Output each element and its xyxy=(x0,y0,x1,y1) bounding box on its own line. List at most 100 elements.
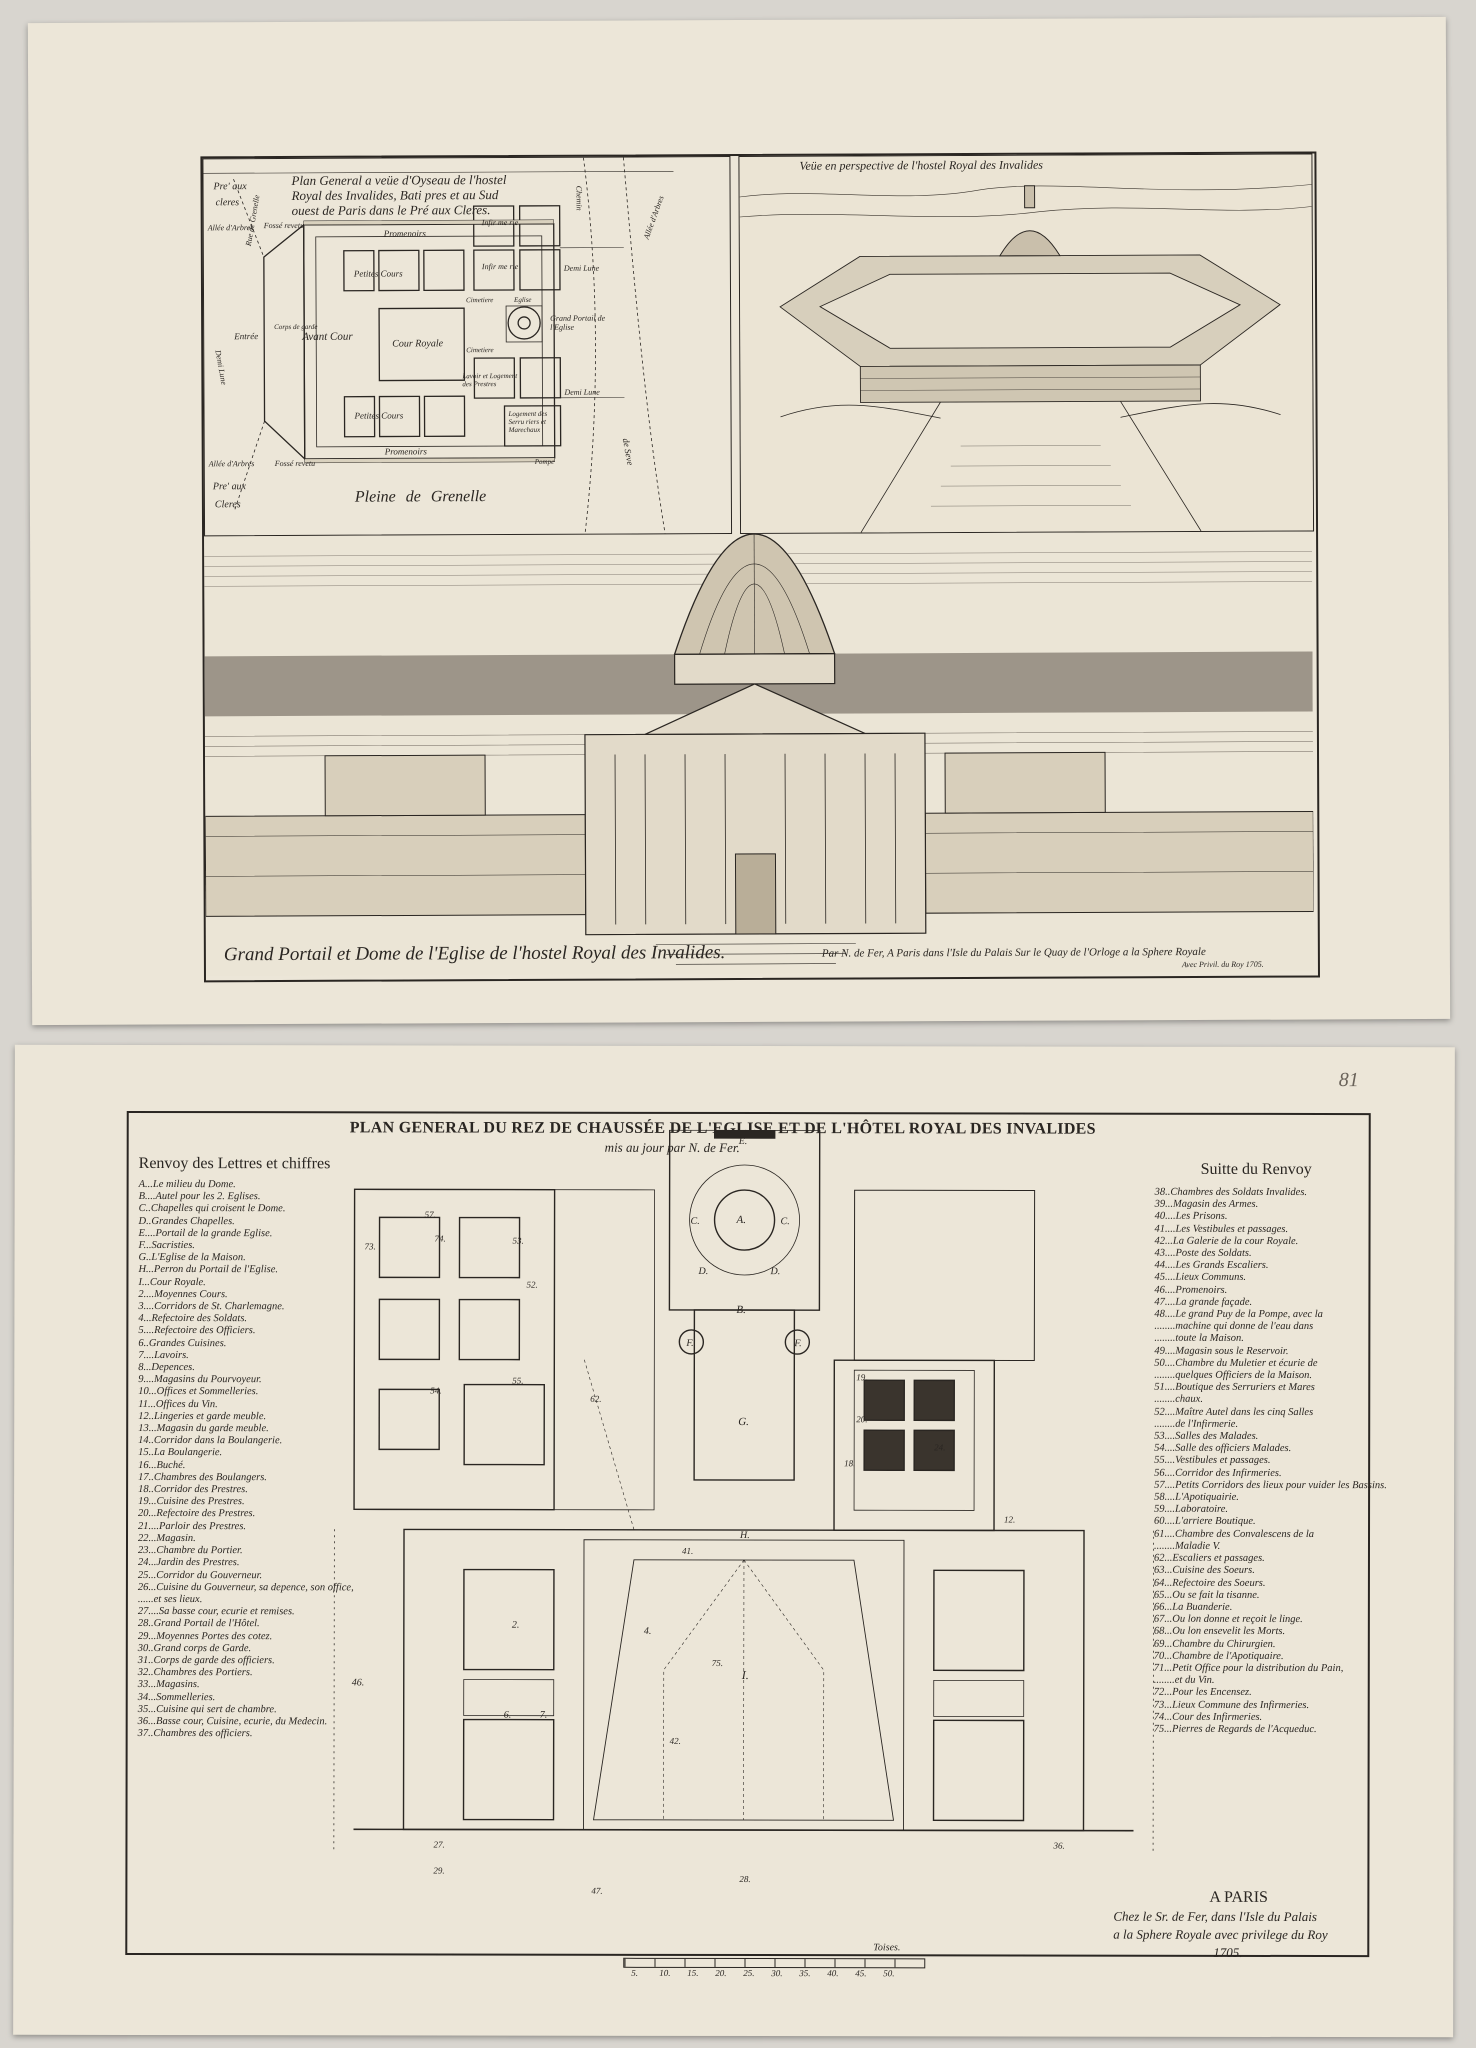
plan-label-corps-garde: Corps de garde xyxy=(274,322,318,332)
plan-label-chemin: Chemin xyxy=(574,185,584,211)
legend-entry: 45....Lieux Communs. xyxy=(1154,1272,1247,1284)
perspective-view-panel: Veüe en perspective de l'hostel Royal de… xyxy=(738,153,1315,534)
legend-entry: 21....Parloir des Prestres. xyxy=(138,1520,247,1532)
legend-entry: H...Perron du Portail de l'Eglise. xyxy=(138,1264,278,1276)
scale-label: Toises. xyxy=(873,1942,901,1954)
legend-entry: E....Portail de la grande Eglise. xyxy=(138,1227,273,1240)
legend-entry: 69...Chambre du Chirurgien. xyxy=(1153,1638,1276,1650)
legend-entry: 36...Basse cour, Cuisine, ecurie, du Med… xyxy=(137,1715,328,1728)
plan-label-cleres-top: cleres xyxy=(215,197,240,209)
legend-entry: 74...Cour des Infirmeries. xyxy=(1153,1711,1263,1723)
plan-letter-D-right: D. xyxy=(770,1266,781,1278)
legend-entry: 2....Moyennes Cours. xyxy=(138,1288,228,1300)
plan-letter-F-left: F. xyxy=(686,1337,694,1349)
plan-title-line-3: ouest de Paris dans le Pré aux Cleres. xyxy=(291,202,491,218)
scale-tick-label: 45. xyxy=(855,1968,867,1979)
plan-label-cimetiere-bottom: Cimetiere xyxy=(466,346,494,355)
plan-label-avant-cour: Avant Cour xyxy=(302,330,353,343)
legend-entry: 68...Ou lon ensevelit les Morts. xyxy=(1153,1626,1286,1638)
legend-entry: ......et ses lieux. xyxy=(137,1593,203,1605)
legend-entry: ........machine qui donne de l'eau dans xyxy=(1154,1320,1314,1333)
plan-label-pre-aux-bottom: Pre' aux xyxy=(212,481,247,493)
legend-entry: 34...Sommelleries. xyxy=(137,1691,216,1703)
legend-entry: 39...Magasin des Armes. xyxy=(1154,1198,1259,1211)
legend-entry: 32..Chambres des Portiers. xyxy=(137,1667,253,1679)
plan-number-2-left: 2. xyxy=(511,1619,520,1631)
legend-entry: 72...Pour les Encensez. xyxy=(1153,1687,1252,1699)
pencil-note: 81 xyxy=(1338,1069,1359,1092)
legend-entry: 61....Chambre des Convalescens de la xyxy=(1154,1528,1315,1540)
legend-entry: 44....Les Grands Escaliers. xyxy=(1154,1259,1269,1272)
main-caption: Grand Portail et Dome de l'Eglise de l'h… xyxy=(223,942,726,966)
plan-label-lavoir: Lavoir et Logement des Prestres xyxy=(462,371,518,389)
legend-entry: 54....Salle des officiers Malades. xyxy=(1154,1442,1292,1455)
imprint-line-1: A PARIS xyxy=(1209,1888,1268,1906)
plan-letter-D-left: D. xyxy=(698,1265,709,1277)
scale-tick-label: 25. xyxy=(743,1968,755,1979)
plan-label-infirmerie-top: Infir me rie xyxy=(481,217,519,228)
plan-letter-E: E. xyxy=(738,1136,748,1148)
legend-entry: 53....Salles des Malades. xyxy=(1154,1430,1259,1442)
scale-tick-label: 20. xyxy=(715,1967,727,1978)
legend-entry: 63...Cuisine des Soeurs. xyxy=(1153,1565,1255,1577)
plan-label-promenoirs-top: Promenoirs xyxy=(383,228,426,239)
imprint-line-3: a la Sphere Royale avec privilege du Roy xyxy=(1113,1926,1328,1943)
legend-entry: C..Chapelles qui croisent le Dome. xyxy=(138,1203,286,1215)
legend-entry: 9....Magasins du Pourvoyeur. xyxy=(138,1374,262,1386)
legend-entry: 55....Vestibules et passages. xyxy=(1154,1455,1271,1467)
legend-entry: 43....Poste des Soldats. xyxy=(1154,1247,1252,1259)
legend-entry: 73...Lieux Commune des Infirmeries. xyxy=(1153,1699,1310,1711)
plan-number-41: 41. xyxy=(681,1545,694,1556)
plan-label-entree: Entrée xyxy=(234,331,259,342)
legend-entry: 3....Corridors de St. Charlemagne. xyxy=(138,1300,285,1313)
plan-letter-C-right: C. xyxy=(780,1216,790,1228)
plan-number-24: 24. xyxy=(934,1442,946,1453)
legend-entry: 23...Chambre du Portier. xyxy=(137,1545,243,1557)
plan-label-logement: Logement des Serru riers et Marechaux xyxy=(508,409,548,435)
legend-entry: 40....Les Prisons. xyxy=(1154,1211,1228,1223)
plan-number-29: 29. xyxy=(433,1865,445,1876)
imprint-line-4: 1705. xyxy=(1213,1944,1243,1960)
plan-label-promenoirs-bottom: Promenoirs xyxy=(384,446,427,457)
legend-entry: B....Autel pour les 2. Eglises. xyxy=(138,1191,261,1203)
legend-entry: 26...Cuisine du Gouverneur, sa depence, … xyxy=(137,1581,354,1594)
plan-letter-I: I. xyxy=(741,1668,749,1683)
scale-tick-label: 15. xyxy=(687,1967,699,1978)
legend-entry: 10...Offices et Sommelleries. xyxy=(138,1386,259,1398)
plan-number-27: 27. xyxy=(433,1839,445,1850)
legend-entry: 30..Grand corps de Garde. xyxy=(137,1642,252,1654)
plan-number-20: 20. xyxy=(856,1414,868,1425)
legend-entry: 50....Chambre du Muletier et écurie de xyxy=(1154,1357,1318,1369)
plan-letter-F-right: F. xyxy=(794,1338,802,1350)
plan-letter-H: H. xyxy=(740,1530,750,1542)
legend-entry: 57....Petits Corridors des lieux pour vu… xyxy=(1154,1479,1387,1492)
plan-label-allee-bottom: Allée d'Arbres xyxy=(208,459,255,469)
plan-label-cimetiere-top: Cimetiere xyxy=(466,296,494,305)
left-legend-list: A...Le milieu du Dome.B....Autel pour le… xyxy=(138,1179,355,1741)
plan-letter-A: A. xyxy=(736,1214,747,1227)
scale-tick-label: 50. xyxy=(883,1968,895,1979)
legend-entry: 8...Depences. xyxy=(138,1362,195,1374)
legend-entry: 4...Refectoire des Soldats. xyxy=(138,1313,248,1325)
legend-entry: 27....Sa basse cour, ecurie et remises. xyxy=(137,1606,295,1618)
legend-entry: 49....Magasin sous le Reservoir. xyxy=(1154,1345,1289,1357)
legend-entry: 13...Magasin du garde meuble. xyxy=(138,1423,269,1435)
legend-entry: 65...Ou se fait la tisanne. xyxy=(1153,1589,1260,1601)
legend-entry: 51....Boutique des Serruriers et Mares xyxy=(1154,1381,1315,1394)
plan-number-19: 19. xyxy=(856,1372,868,1383)
plan-label-cour-royale: Cour Royale xyxy=(392,338,444,350)
legend-entry: 41....Les Vestibules et passages. xyxy=(1154,1223,1289,1235)
plan-number-46: 46. xyxy=(351,1677,365,1689)
plan-label-plaine: Pleine de Grenelle xyxy=(354,488,487,506)
legend-entry: F...Sacristies. xyxy=(138,1239,195,1252)
legend-entry: 18..Corridor des Prestres. xyxy=(138,1484,248,1496)
legend-entry: 67...Ou lon donne et reçoit le linge. xyxy=(1153,1613,1303,1626)
privilege: Avec Privil. du Roy 1705. xyxy=(1181,959,1264,970)
left-legend-title: Renvoy des Lettres et chiffres xyxy=(138,1154,331,1173)
plan-number-52: 52. xyxy=(526,1279,538,1290)
plan-label-grand-portail: Grand Portail de l'Eglise xyxy=(550,313,606,332)
perspective-title: Veüe en perspective de l'hostel Royal de… xyxy=(799,157,1043,173)
legend-entry: 28..Grand Portail de l'Hôtel. xyxy=(137,1618,260,1630)
top-print-sheet: Plan General a veüe d'Oyseau de l'hostel… xyxy=(27,16,1451,1026)
plan-label-petites-cours-top: Petites Cours xyxy=(353,268,403,279)
